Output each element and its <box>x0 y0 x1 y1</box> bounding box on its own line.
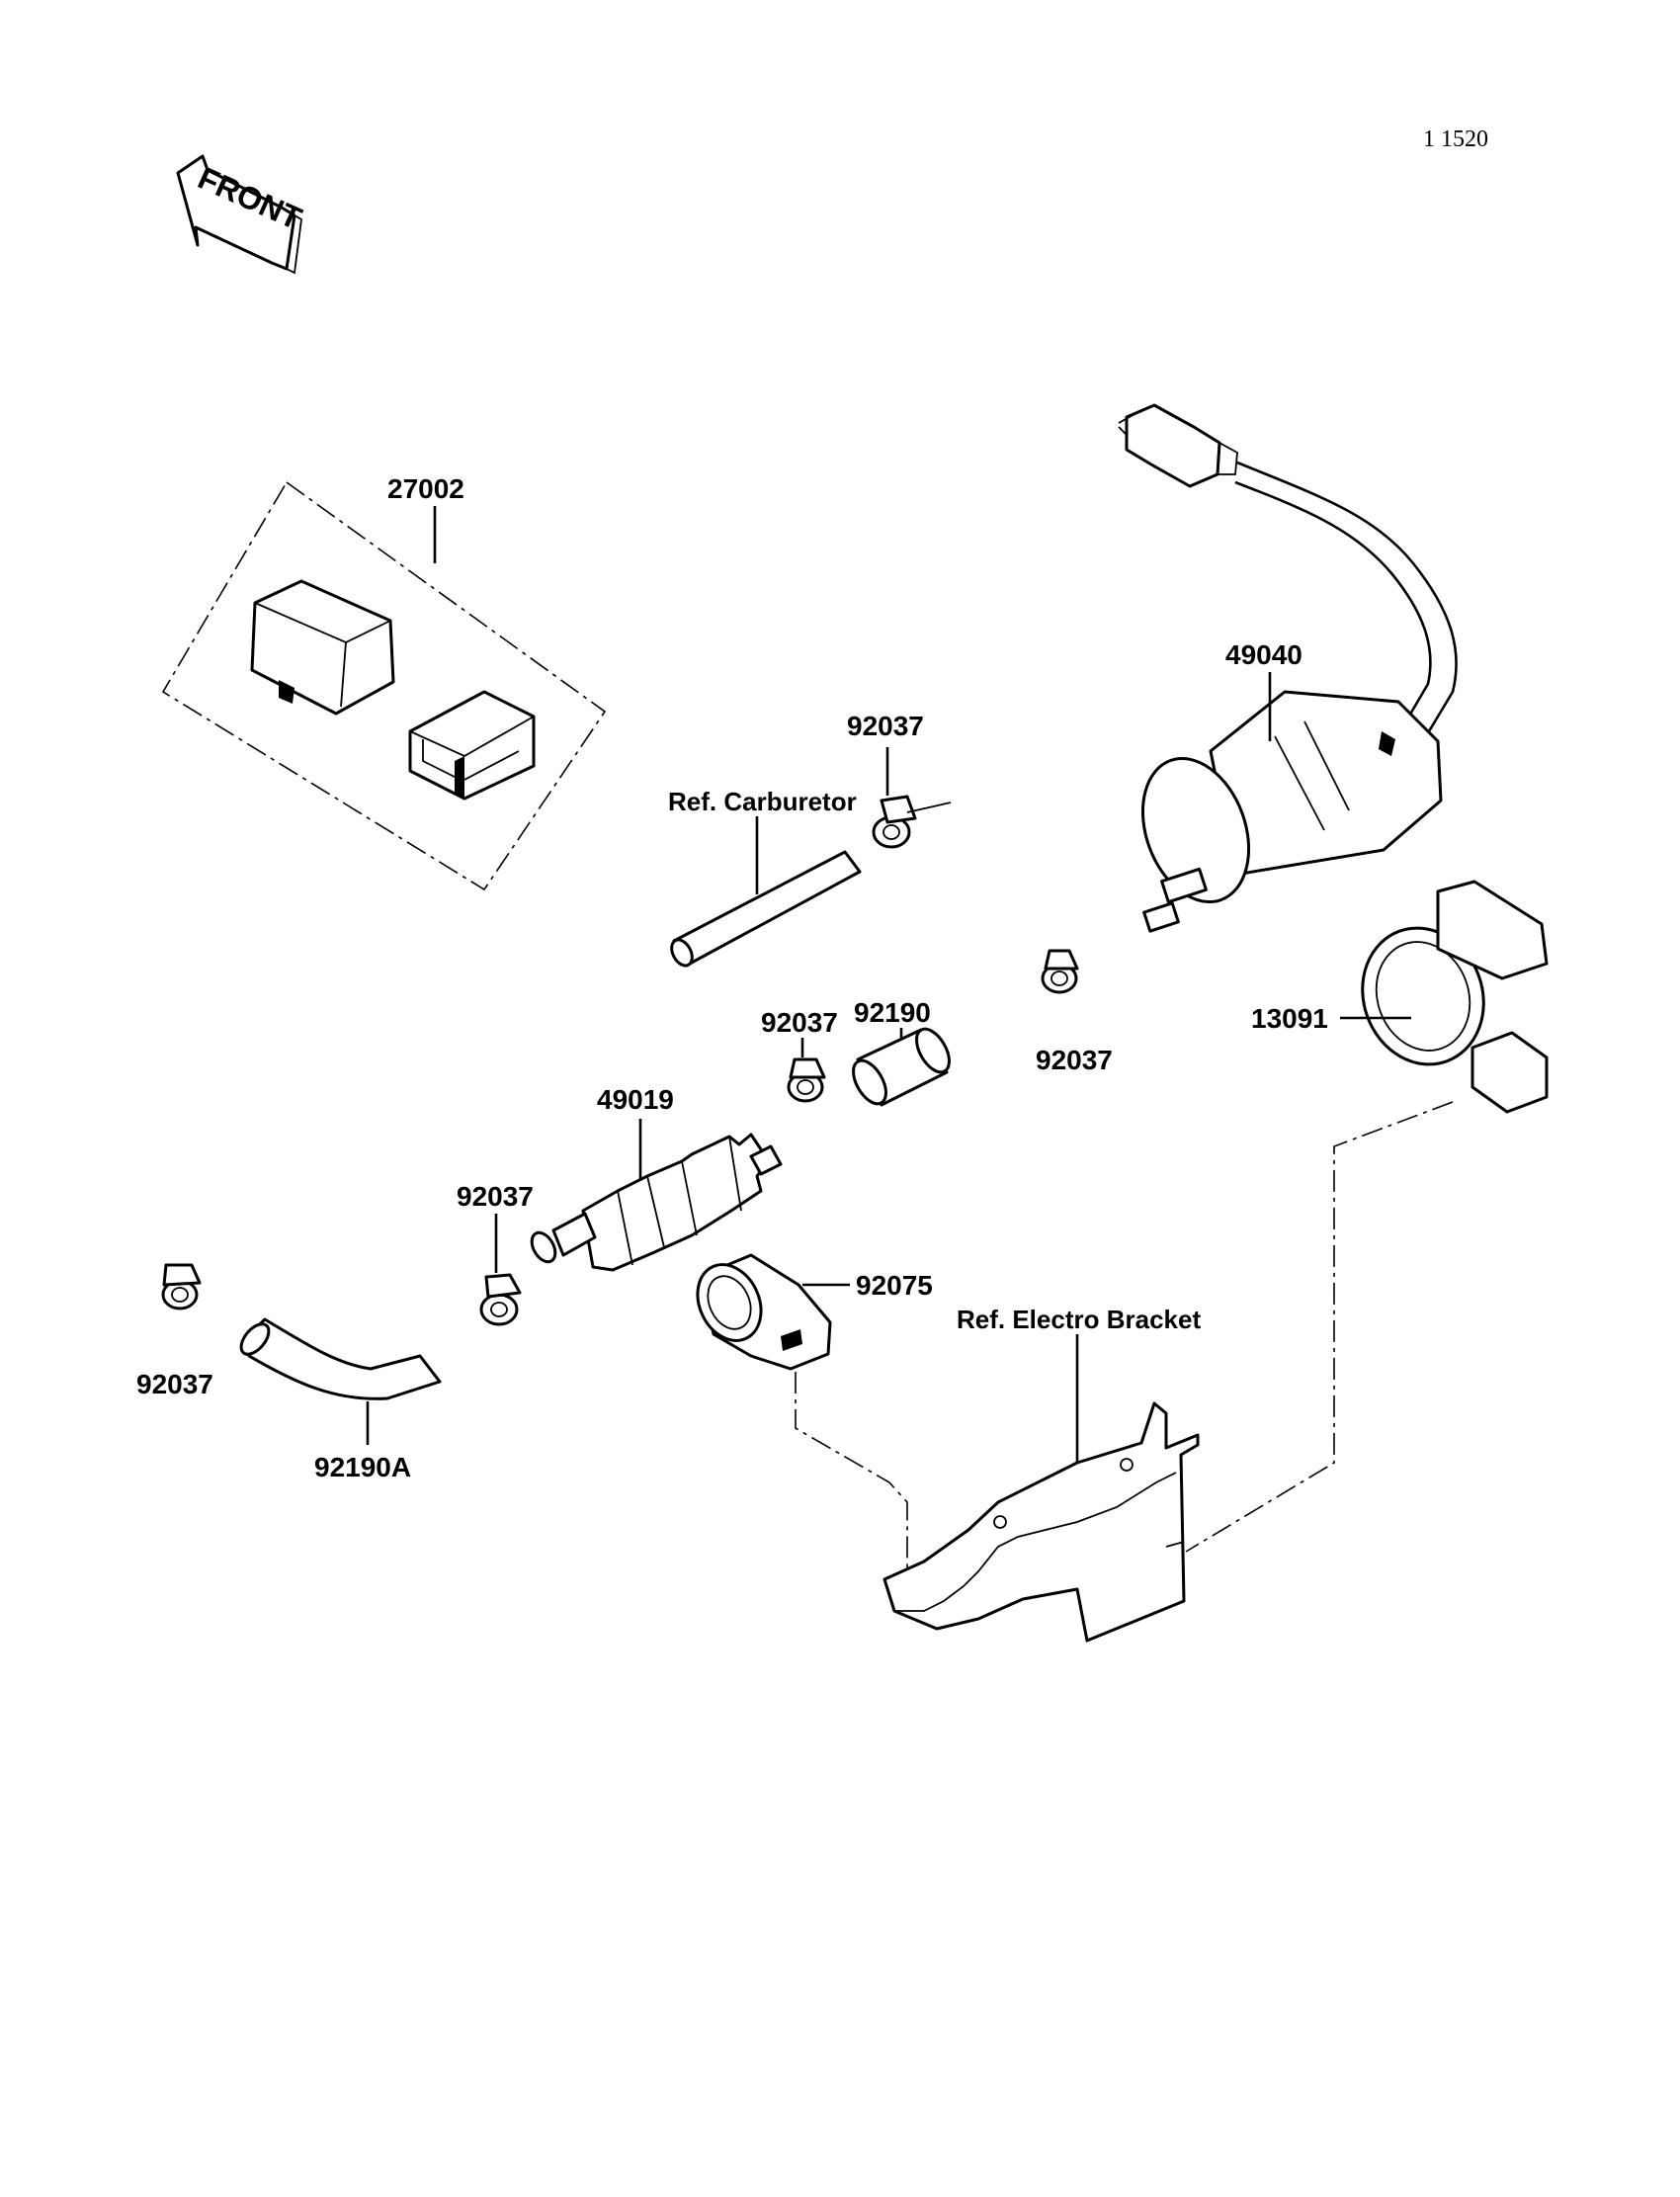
label-92190: 92190 <box>854 997 931 1028</box>
fuel-filter <box>530 1133 783 1272</box>
pump-bracket-to-electro-leader <box>1185 1101 1454 1553</box>
label-13091: 13091 <box>1251 1003 1328 1034</box>
drawing-code: 1 1520 <box>1423 127 1488 152</box>
label-92190A: 92190A <box>314 1452 411 1482</box>
label-49019: 49019 <box>597 1084 674 1115</box>
pump-bracket <box>1361 880 1549 1114</box>
label-92037-top: 92037 <box>847 711 924 741</box>
bent-hose <box>239 1317 442 1400</box>
hose-clamp-pump <box>1041 949 1079 994</box>
hose-clamp-filter-out <box>787 1057 826 1103</box>
ref-electro-bracket: Ref. Electro Bracket <box>957 1305 1201 1334</box>
hose-clamp-top <box>872 795 952 849</box>
electro-bracket <box>882 1401 1200 1643</box>
fuel-pump <box>1118 403 1458 933</box>
label-49040: 49040 <box>1225 639 1302 670</box>
label-92037-filter-out: 92037 <box>761 1007 838 1038</box>
label-92037-left: 92037 <box>136 1369 213 1399</box>
label-92037-pump: 92037 <box>1036 1045 1113 1075</box>
label-27002: 27002 <box>387 473 464 504</box>
hose-clamp-filter-in <box>479 1273 522 1326</box>
carburetor-hose <box>670 850 862 968</box>
hose-clamp-left <box>161 1263 202 1310</box>
front-arrow-icon: FRONT <box>176 154 307 275</box>
short-hose <box>852 1027 951 1107</box>
holder-to-bracket-leader <box>795 1372 908 1571</box>
label-92037-filter-in: 92037 <box>457 1181 534 1212</box>
relay-assembly <box>161 480 607 891</box>
filter-holder <box>696 1253 832 1371</box>
ref-carburetor: Ref. Carburetor <box>668 787 857 816</box>
label-92075: 92075 <box>856 1270 933 1301</box>
